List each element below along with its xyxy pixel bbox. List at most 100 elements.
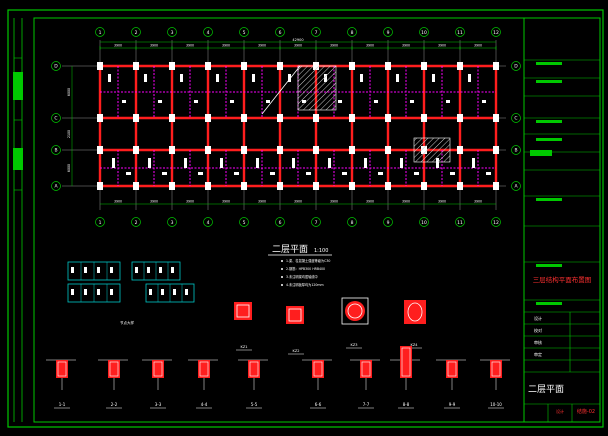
dim-top: 3900	[258, 44, 266, 48]
beam-stirrup	[361, 361, 371, 377]
beam-section-label: 5-5	[251, 402, 258, 407]
axis-bubble-bottom	[95, 217, 105, 227]
axis-bubble-right	[511, 113, 521, 123]
column	[133, 182, 139, 190]
axis-bubble-top	[95, 27, 105, 37]
wall-stub	[364, 158, 367, 168]
beam-stirrup	[57, 361, 67, 377]
dim-top: 3900	[474, 44, 482, 48]
wall-stub	[230, 100, 234, 103]
tb-row-label: 设计	[534, 315, 542, 321]
axis-bubble-right	[511, 181, 521, 191]
detail-column	[71, 267, 74, 273]
tb-marker	[530, 150, 552, 156]
axis-label-top: 6	[279, 30, 282, 36]
detail-column	[161, 289, 164, 295]
column	[277, 182, 283, 190]
beam-stirrup	[153, 361, 163, 377]
wall-stub	[414, 172, 419, 175]
dim-top: 3900	[402, 44, 410, 48]
axis-bubble-top	[455, 27, 465, 37]
tb-marker	[536, 198, 562, 201]
column	[385, 146, 391, 154]
detail-column	[173, 289, 176, 295]
axis-label-top: 8	[351, 30, 354, 36]
wall-stub	[148, 158, 151, 168]
beam-section-label: 3-3	[155, 402, 162, 407]
wall-stub	[256, 158, 259, 168]
axis-label-bottom: 2	[135, 220, 138, 226]
beam-concrete	[312, 360, 324, 378]
axis-label-bottom: 12	[493, 220, 499, 226]
detail-column	[71, 289, 74, 295]
column	[457, 146, 463, 154]
beam-stirrup	[401, 347, 411, 377]
wall-stub	[468, 74, 471, 82]
axis-label-bottom: 6	[279, 220, 282, 226]
general-notes: 1.梁、柱混凝土强度等级为C30 2.钢筋：HPB300 HRB400 3.未注…	[281, 258, 330, 287]
tb-marker	[536, 120, 562, 123]
column	[241, 62, 247, 70]
section-concrete	[234, 302, 252, 320]
stair-diagonal	[261, 65, 301, 115]
axis-bubble-top	[311, 27, 321, 37]
column	[97, 182, 103, 190]
detail-column	[135, 267, 138, 273]
axis-label-top: 9	[387, 30, 390, 36]
axis-bubble-top	[347, 27, 357, 37]
axis-bubble-left	[51, 113, 61, 123]
section-stirrup	[407, 302, 423, 322]
dim-bottom: 3900	[186, 200, 194, 204]
wall-stub	[108, 74, 111, 82]
wall-stub	[180, 74, 183, 82]
plan-scale: 1:100	[314, 248, 328, 254]
tb-row-label: 审核	[534, 339, 542, 345]
beam-concrete	[446, 360, 458, 378]
detail-column	[159, 267, 162, 273]
wall-stub	[112, 158, 115, 168]
dim-total: 42900	[292, 38, 303, 42]
note-line-3: 3.未注明梁均居轴线中	[286, 274, 318, 279]
column	[493, 146, 499, 154]
column	[205, 182, 211, 190]
column	[493, 62, 499, 70]
axis-label-bottom: 4	[207, 220, 210, 226]
wall-stub	[122, 100, 126, 103]
wall-stub	[342, 172, 347, 175]
detail-column	[84, 289, 87, 295]
dim-bottom: 3900	[366, 200, 374, 204]
detail-column	[185, 289, 188, 295]
column	[457, 182, 463, 190]
axis-bubble-left	[51, 61, 61, 71]
column	[313, 182, 319, 190]
beam-section-9-9: 9-9	[436, 359, 466, 409]
axis-label-left: B	[54, 148, 57, 154]
dim-left: 2100	[67, 130, 71, 138]
wall-stub	[360, 74, 363, 82]
wall-stub	[158, 100, 162, 103]
axis-label-top: 3	[171, 30, 174, 36]
section-concrete	[404, 300, 426, 324]
axis-label-right: C	[514, 116, 517, 122]
axis-label-bottom: 3	[171, 220, 174, 226]
wall-stub	[292, 158, 295, 168]
wall-stub	[216, 74, 219, 82]
beam-section-label: 9-9	[449, 402, 456, 407]
dim-bottom: 3900	[114, 200, 122, 204]
axis-bubble-top	[383, 27, 393, 37]
column	[385, 62, 391, 70]
dim-top: 3900	[330, 44, 338, 48]
wall-stub	[288, 74, 291, 82]
tb-row-label: 审定	[534, 351, 542, 357]
stair-hatch-2	[413, 137, 451, 163]
column	[97, 62, 103, 70]
beam-concrete	[360, 360, 372, 378]
wall-stub	[400, 158, 403, 168]
wall-stub	[486, 172, 491, 175]
axis-label-top: 1	[99, 30, 102, 36]
dim-bottom: 3900	[294, 200, 302, 204]
wall-stub	[194, 100, 198, 103]
beam-section-label: 6-6	[315, 402, 322, 407]
column-section-kz-4: KZ4	[404, 300, 426, 349]
